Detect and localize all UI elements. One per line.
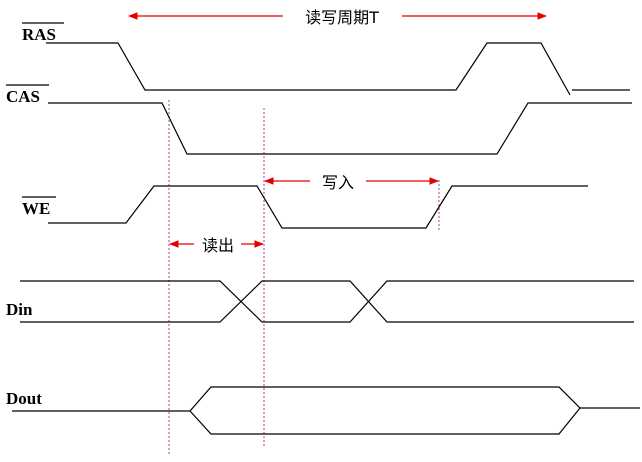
we-label: WE	[22, 199, 50, 218]
read-label: 读出	[202, 236, 234, 255]
din-label: Din	[6, 300, 33, 319]
cas-waveform	[48, 102, 632, 155]
we-waveform	[48, 185, 588, 229]
din-waveform-top	[20, 280, 634, 323]
cas-label: CAS	[6, 87, 40, 106]
write-label: 写入	[322, 173, 354, 192]
cycle-label: 读写周期T	[305, 8, 379, 27]
ras-waveform	[46, 42, 571, 96]
dout-label: Dout	[6, 389, 42, 408]
ras-label: RAS	[22, 25, 56, 44]
dout-waveform	[12, 386, 640, 412]
din-waveform-bottom	[20, 280, 634, 323]
dout-waveform-low	[189, 407, 581, 435]
